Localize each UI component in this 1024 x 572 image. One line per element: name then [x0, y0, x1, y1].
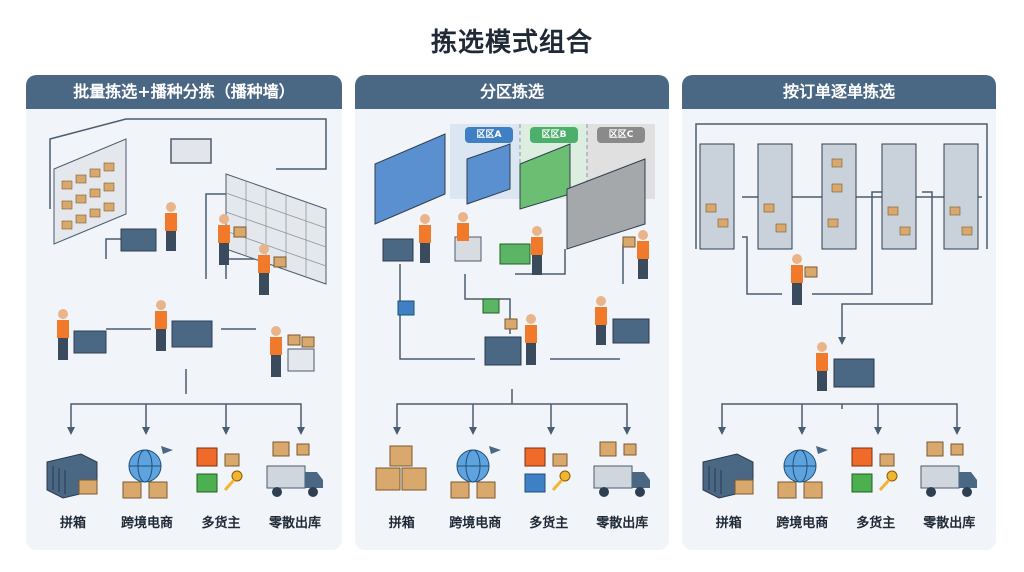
outcome-label: 跨境电商: [449, 516, 502, 531]
sorter-worker-icon: [218, 214, 247, 265]
outcome-label: 零散出库: [596, 516, 649, 531]
flow-line: [695, 123, 988, 249]
outcome-item: 零散出库: [586, 440, 658, 550]
outcome-item: 跨境电商: [111, 440, 183, 550]
container-icon: [46, 453, 98, 499]
put-wall-sign: [170, 138, 212, 164]
flow-line: [49, 118, 327, 209]
outcome-item: 跨境电商: [766, 440, 838, 550]
picker-icon: [791, 254, 818, 305]
panel-zone-picking: 分区拣选 区区A 区区B 区区C: [355, 75, 669, 550]
outcome-label: 多货主: [856, 516, 896, 531]
flow-line: [841, 191, 933, 339]
zone-b-tag: 区区B: [530, 127, 578, 143]
outcome-label: 多货主: [529, 516, 569, 531]
picker-with-cart-icon: [57, 309, 107, 360]
picker-with-cart-icon: [120, 202, 177, 252]
globe-plane-icon: [450, 446, 502, 499]
globe-plane-icon: [777, 446, 829, 499]
flow-line: [812, 191, 882, 295]
truck-boxes-icon: [920, 441, 978, 497]
outcomes-row: 拼箱 跨境电商 多货主: [355, 440, 669, 550]
flow-line: [145, 404, 227, 429]
boxes-stack-icon: [375, 445, 427, 491]
picker-icon: [457, 212, 469, 241]
outcome-item: 多货主: [513, 440, 585, 550]
sorter-worker-icon: [258, 244, 287, 295]
multi-owner-boxes-icon: [196, 447, 243, 493]
tote-blue-icon: [382, 238, 414, 262]
rack-icon: [757, 143, 793, 250]
outcome-item: 跨境电商: [439, 440, 511, 550]
globe-plane-icon: [122, 446, 173, 499]
picker-with-cart-icon: [816, 342, 875, 391]
consolidation-cart-icon: [155, 300, 213, 351]
outcome-item: 拼箱: [366, 440, 438, 550]
arrowheads: [67, 427, 305, 435]
rack-icon: [699, 143, 735, 250]
multi-owner-boxes-icon: [524, 447, 571, 493]
outcome-label: 拼箱: [388, 516, 415, 531]
flow-line: [742, 236, 782, 295]
flow-line: [70, 403, 302, 429]
shelf-zone-c: [566, 158, 646, 250]
zone-c-tag: 区区C: [597, 127, 645, 143]
outcome-item: 多货主: [185, 440, 257, 550]
flow-line: [721, 403, 958, 429]
outcome-item: 拼箱: [37, 440, 109, 550]
flow-line: [515, 249, 566, 275]
batch-picking-scene: [49, 118, 327, 435]
rack-boxes: [705, 158, 973, 236]
shelf-zone-a: [374, 133, 446, 225]
picker-icon: [531, 226, 543, 275]
flow-line: [396, 403, 628, 429]
packing-worker-icon: [484, 314, 537, 366]
shelf-zone-a: [466, 143, 511, 205]
outcome-item: 零散出库: [259, 440, 331, 550]
zone-a-tag: 区区A: [465, 127, 513, 143]
outcome-label: 拼箱: [715, 516, 742, 531]
rack-icon: [821, 143, 857, 250]
flow-line: [205, 193, 231, 279]
outcomes-row: 拼箱 跨境电商 多货主: [682, 440, 996, 550]
packing-station-icon: [270, 326, 315, 377]
tote-green-icon: [499, 243, 531, 265]
storage-shelf-icon: [53, 138, 127, 245]
outcome-label: 拼箱: [59, 516, 86, 531]
outcome-label: 跨境电商: [120, 516, 173, 531]
truck-boxes-icon: [593, 441, 651, 497]
outcome-label: 多货主: [201, 516, 241, 531]
green-box-icon: [482, 298, 500, 314]
outcome-label: 跨境电商: [776, 516, 829, 531]
rack-icon: [881, 143, 917, 250]
outcome-item: 零散出库: [913, 440, 985, 550]
put-wall-icon: [225, 173, 327, 285]
outcome-item: 多货主: [840, 440, 912, 550]
blue-box-icon: [397, 300, 415, 316]
panel-header: 按订单逐单拣选: [682, 75, 996, 109]
truck-boxes-icon: [266, 441, 323, 497]
order-picking-scene: [695, 123, 988, 435]
rack-icon: [943, 143, 979, 250]
page-title: 拣选模式组合: [430, 28, 593, 58]
flow-line: [399, 264, 475, 360]
outcome-item: 拼箱: [693, 440, 765, 550]
consolidation-cart-icon: [595, 296, 650, 345]
picker-icon: [622, 230, 649, 279]
container-icon: [702, 453, 754, 499]
outcome-label: 零散出库: [923, 516, 976, 531]
zone-picking-scene: [374, 124, 655, 435]
outcomes-row: 拼箱 跨境电商 多货主: [26, 440, 342, 550]
outcome-label: 零散出库: [268, 516, 321, 531]
panel-batch-picking: 批量拣选+播种分拣（播种墙）: [26, 75, 342, 550]
multi-owner-boxes-icon: [851, 447, 898, 493]
picker-icon: [419, 214, 431, 263]
panel-order-picking: 按订单逐单拣选 拼箱: [682, 75, 996, 550]
panel-header: 批量拣选+播种分拣（播种墙）: [26, 75, 342, 109]
panel-header: 分区拣选: [355, 75, 669, 109]
